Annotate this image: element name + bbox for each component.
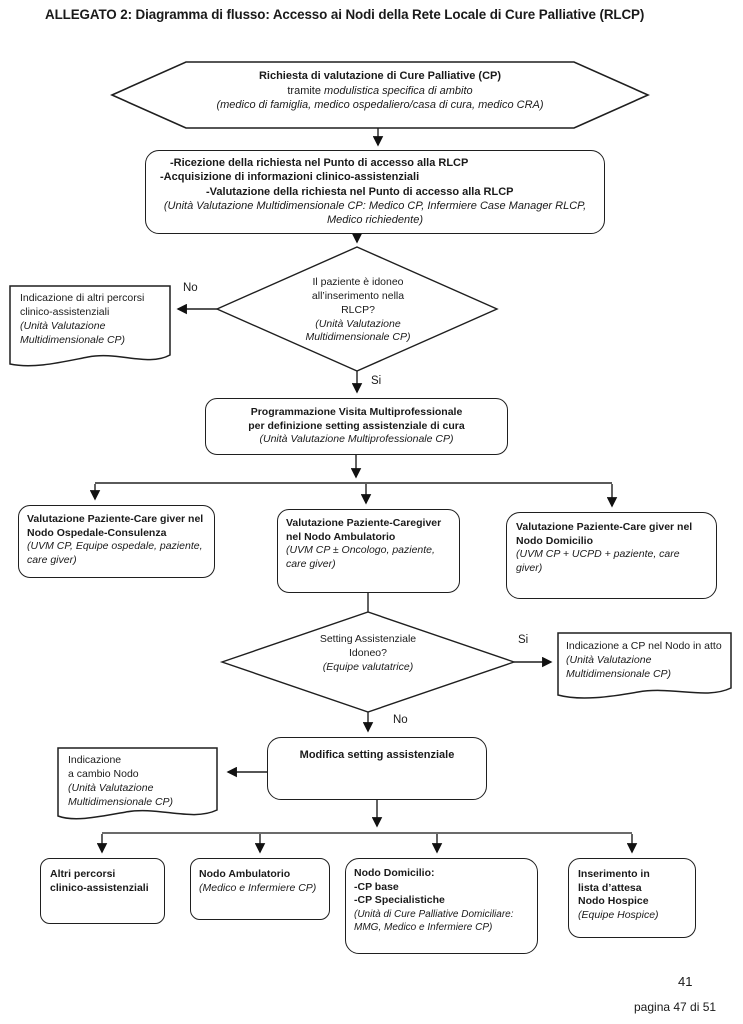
text-line: (Unità Valutazione Multiprofessionale CP…: [259, 433, 454, 446]
text-line: -CP Specialistiche: [354, 894, 445, 907]
node-other-paths-doc: Indicazione di altri percorsi clinico-as…: [20, 292, 170, 347]
text-line: (Unità Valutazione: [566, 653, 652, 666]
text-line: all’inserimento nella: [311, 289, 405, 302]
text-line: Nodo Domicilio:: [354, 867, 435, 879]
text-line: Multidimensionale CP): [305, 331, 411, 344]
node-change-setting-box: Modifica setting assistenziale: [267, 737, 487, 800]
text-line: Indicazione di altri percorsi: [20, 292, 145, 304]
text-line: -Acquisizione di informazioni clinico-as…: [160, 171, 420, 184]
text-line: clinico-assistenziali: [20, 305, 110, 318]
label-si-setting: Si: [518, 634, 529, 646]
text-line: Programmazione Visita Multiprofessionale: [250, 406, 463, 418]
node-outcome-other-box: Altri percorsi clinico-assistenziali: [40, 858, 165, 924]
node-eval-outpatient-box: Valutazione Paziente-Caregiver nel Nodo …: [277, 509, 460, 593]
text-line: (Unità Valutazione: [68, 781, 154, 794]
text-line: Modifica setting assistenziale: [299, 749, 455, 761]
text-line: Nodo Ambulatorio: [199, 868, 291, 880]
node-eval-hospital-box: Valutazione Paziente-Care giver nel Nodo…: [18, 505, 215, 578]
text-line: RLCP?: [341, 303, 375, 316]
text-line: Indicazione a CP nel Nodo in atto: [566, 640, 722, 652]
text-line: Valutazione Paziente-Care giver nel Nodo…: [27, 513, 204, 539]
text-line: (Equipe valutatrice): [322, 660, 414, 673]
request-hexagon-shape: [110, 61, 650, 129]
text-line: -Valutazione della richiesta nel Punto d…: [206, 185, 514, 198]
text-line: (Medico e Infermiere CP): [199, 881, 317, 894]
text-line: Valutazione Paziente-Caregiver nel Nodo …: [286, 517, 442, 543]
text-line: (Unità Valutazione: [315, 317, 401, 330]
page-title: ALLEGATO 2: Diagramma di flusso: Accesso…: [45, 7, 645, 22]
node-reception-box: -Ricezione della richiesta nel Punto di …: [145, 150, 605, 234]
text-line: (Unità Valutazione Multidimensionale CP:…: [163, 199, 587, 227]
text-line: Multidimensionale CP): [566, 667, 672, 680]
text-line: Richiesta di valutazione di Cure Palliat…: [258, 70, 502, 82]
connector-arrows: [89, 128, 638, 854]
text-line: (Equipe Hospice): [578, 908, 659, 921]
text-line: (UVM CP ± Oncologo, paziente, care giver…: [286, 544, 435, 570]
text-line: Setting Assistenziale: [319, 633, 417, 645]
text-line: Idoneo?: [349, 646, 387, 659]
text-line: Multidimensionale CP): [68, 795, 174, 808]
text-line: clinico-assistenziali: [50, 881, 149, 894]
eligibility-diamond-shape: [215, 246, 499, 372]
text-line: lista d’attesa: [578, 881, 642, 894]
node-eval-home-box: Valutazione Paziente-Care giver nel Nodo…: [506, 512, 717, 599]
text-line: (UVM CP, Equipe ospedale, paziente, care…: [27, 540, 203, 566]
page-number: 41: [678, 974, 693, 989]
text-line: (Unità di Cure Palliative Domiciliare:: [354, 908, 514, 920]
node-outcome-hospice-box: Inserimento in lista d’attesa Nodo Hospi…: [568, 858, 696, 938]
cp-in-node-document-shape: [557, 632, 732, 699]
text-line: Nodo Hospice: [578, 895, 649, 908]
text-line: Il paziente è idoneo: [312, 276, 404, 288]
text-line: (Unità Valutazione: [20, 319, 106, 332]
text-line: Altri percorsi: [50, 868, 116, 880]
text-line: Multidimensionale CP): [20, 333, 126, 346]
label-no-eligibility: No: [183, 282, 198, 294]
node-setting-diamond: Setting Assistenziale Idoneo? (Equipe va…: [283, 633, 453, 675]
text-line: (UVM CP + UCPD + paziente, care giver): [516, 548, 680, 574]
text-line: tramite modulistica specifica di ambito: [142, 84, 618, 99]
node-planning-box: Programmazione Visita Multiprofessionale…: [205, 398, 508, 455]
label-si-eligibility: Si: [371, 375, 382, 387]
other-paths-document-shape: [9, 285, 171, 367]
node-outcome-outpatient-box: Nodo Ambulatorio (Medico e Infermiere CP…: [190, 858, 330, 920]
change-node-document-shape: [57, 747, 218, 820]
node-request-hexagon: Richiesta di valutazione di Cure Palliat…: [142, 69, 618, 113]
text-line: -Ricezione della richiesta nel Punto di …: [170, 157, 469, 169]
text-span: tramite: [287, 84, 325, 97]
node-eligibility-diamond: Il paziente è idoneo all’inserimento nel…: [258, 276, 458, 345]
text-line: (medico di famiglia, medico ospedaliero/…: [216, 99, 544, 112]
text-line: Inserimento in: [578, 868, 650, 880]
text-line: -CP base: [354, 880, 399, 893]
footer-page-label: pagina 47 di 51: [634, 1000, 717, 1014]
text-line: Valutazione Paziente-Care giver nel Nodo…: [516, 521, 693, 547]
node-cp-in-node-doc: Indicazione a CP nel Nodo in atto (Unità…: [566, 640, 728, 682]
text-line: MMG, Medico e Infermiere CP): [354, 921, 493, 933]
node-change-node-doc: Indicazione a cambio Nodo (Unità Valutaz…: [68, 754, 216, 809]
text-span: modulistica specifica di ambito: [324, 84, 473, 97]
text-line: a cambio Nodo: [68, 767, 139, 780]
node-outcome-home-box: Nodo Domicilio: -CP base -CP Specialisti…: [345, 858, 538, 954]
text-line: per definizione setting assistenziale di…: [248, 419, 465, 432]
text-line: Indicazione: [68, 754, 122, 766]
label-no-setting: No: [393, 714, 408, 726]
